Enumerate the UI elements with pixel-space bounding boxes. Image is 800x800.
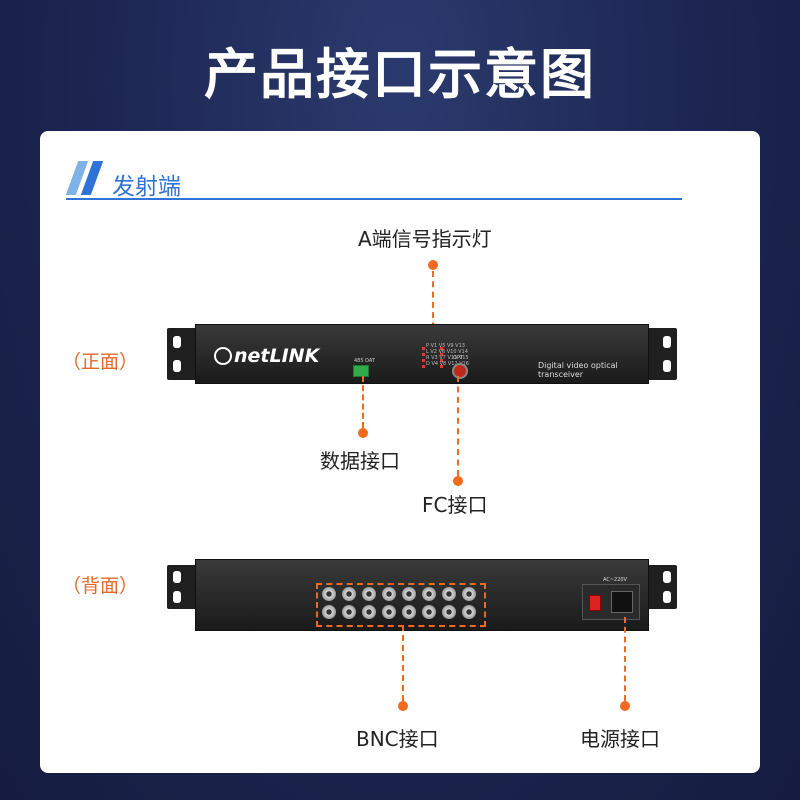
section-title: 发射端 [112,174,181,200]
callout-power-label: 电源接口 [580,727,660,751]
bnc-connector [442,587,456,601]
page-title: 产品接口示意图 [204,43,596,106]
fc-port [452,363,468,379]
fc-port-label: OPT [453,355,464,361]
callout-data-dot [358,428,368,438]
bnc-connector [402,605,416,619]
callout-indicator-line [432,271,434,349]
callout-power-dot [620,701,630,711]
back-left-ear [167,565,197,609]
callout-fc-dot [453,476,463,486]
callout-power-line [624,617,626,701]
bnc-connector [322,587,336,601]
content-card: 发射端 A端信号指示灯 （正面） netLINK 485 DAT P V1 V5… [40,131,760,773]
back-side-label: （背面） [62,575,139,597]
bnc-connector [462,587,476,601]
callout-bnc-dot [398,701,408,711]
rs485-port [353,365,369,377]
rs485-label: 485 DAT [354,358,375,364]
bnc-connector [422,605,436,619]
model-text: Digital video optical transceiver [538,361,618,379]
power-voltage-label: AC~220V [603,577,627,583]
led-column-1 [422,347,425,371]
brand-logo: netLINK [234,345,320,367]
front-side-label: （正面） [62,351,139,373]
bnc-port-group [316,583,486,627]
back-right-ear [647,565,677,609]
callout-indicator-label: A端信号指示灯 [358,227,492,251]
bnc-connector [402,587,416,601]
bnc-connector [382,587,396,601]
power-socket [611,591,633,613]
bnc-connector [422,587,436,601]
callout-bnc-line [402,625,404,701]
section-divider [66,198,682,200]
bnc-connector [382,605,396,619]
front-right-ear [647,328,677,380]
led-column-2 [440,347,443,371]
bnc-connector [322,605,336,619]
bnc-connector [462,605,476,619]
bnc-connector [362,605,376,619]
callout-indicator-dot [428,260,438,270]
back-panel: AC~220V [195,559,649,631]
led-legend: P V1 V5 V9 V13 L V2 V6 V10 V14 R V3 V7 V… [426,343,469,367]
power-module: AC~220V [582,577,640,620]
front-left-ear [167,328,197,380]
callout-fc-label: FC接口 [422,493,488,517]
callout-data-label: 数据接口 [320,449,400,473]
bnc-connector [362,587,376,601]
bnc-connector [442,605,456,619]
callout-bnc-label: BNC接口 [356,727,439,751]
callout-data-line [362,376,364,428]
callout-fc-line [457,376,459,476]
front-device: netLINK 485 DAT P V1 V5 V9 V13 L V2 V6 V… [167,324,677,384]
bnc-connector [342,587,356,601]
front-panel: netLINK 485 DAT P V1 V5 V9 V13 L V2 V6 V… [195,324,649,384]
bnc-connector [342,605,356,619]
section-header: 发射端 [65,161,682,201]
power-switch [589,595,601,611]
netlink-logo-icon [214,347,232,365]
back-device: AC~220V [167,559,677,631]
